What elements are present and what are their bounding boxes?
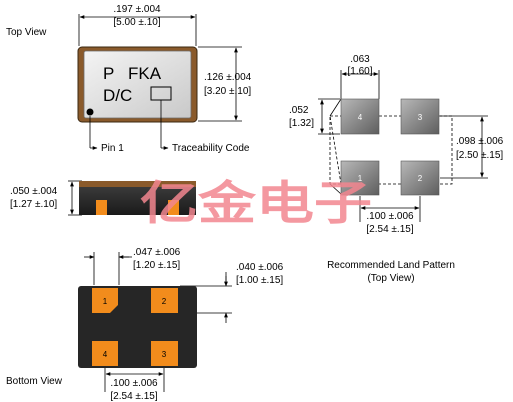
land-width-dimension: .063 [1.60] [340,54,380,99]
bottom-pad-4-label: 4 [103,350,108,359]
package-top-view: P FKA D/C [77,46,198,123]
side-pad-left [96,200,107,215]
side-height-mm: [1.27 ±.10] [10,199,57,210]
marking-line2-dc: D/C [103,86,132,105]
bottom-pitch-inch: .100 ±.006 [110,378,158,389]
land-vpitch-dimension: .098 ±.006 [2.50 ±.15] [440,115,504,179]
top-width-inch: .197 ±.004 [113,4,161,15]
pad-width-inch: .047 ±.006 [133,247,181,258]
bottom-pad-2 [151,288,178,313]
bottom-pitch-mm: [2.54 ±.15] [110,391,157,402]
traceability-callout: Traceability Code [160,100,250,154]
land-height-mm: [1.32] [289,118,314,129]
bottom-pitch-dimension: .100 ±.006 [2.54 ±.15] [104,368,165,402]
top-height-mm: [3.20 ±.10] [204,86,251,97]
land-pad-4 [340,98,380,135]
land-vpitch-inch: .098 ±.006 [456,136,504,147]
land-pad-3-label: 3 [418,113,423,122]
bottom-pad-3 [151,341,178,366]
side-pad-right [168,200,179,215]
pad-height-mm: [1.00 ±.15] [236,275,283,286]
land-pattern-outline [329,98,453,195]
package-bottom-view: 1 2 4 3 [78,286,197,368]
top-height-inch: .126 ±.004 [204,72,252,83]
bottom-pad-1-label: 1 [103,297,108,306]
bottom-pad-3-label: 3 [162,350,167,359]
package-side-view [79,181,196,215]
land-pad-1-label: 1 [358,174,363,183]
land-hpitch-inch: .100 ±.006 [366,211,414,222]
pin1-dot [86,108,94,116]
land-pad-2-label: 2 [418,174,423,183]
land-pad-3 [400,98,440,135]
top-width-mm: [5.00 ±.10] [113,17,160,28]
land-hpitch-mm: [2.54 ±.15] [366,224,413,235]
marking-line1-p: P [103,64,114,83]
traceability-label: Traceability Code [172,143,250,154]
land-pad-1 [340,160,380,196]
pin1-label: Pin 1 [101,143,124,154]
marking-line1-fka: FKA [128,64,162,83]
land-pattern-title-line2: (Top View) [367,273,414,284]
land-height-inch: .052 [289,105,309,116]
land-hpitch-dimension: .100 ±.006 [2.54 ±.15] [359,196,421,235]
side-height-inch: .050 ±.004 [10,186,58,197]
side-height-dimension: .050 ±.004 [1.27 ±.10] [10,180,82,216]
land-height-dimension: .052 [1.32] [289,98,340,135]
land-pads: 4 3 1 2 [340,98,440,196]
pin1-callout: Pin 1 [89,116,124,154]
top-view-label: Top View [6,27,47,38]
pad-width-mm: [1.20 ±.15] [133,260,180,271]
land-pad-4-label: 4 [358,113,363,122]
pad-height-inch: .040 ±.006 [236,262,284,273]
top-height-dimension: .126 ±.004 [3.20 ±.10] [198,46,252,122]
land-vpitch-mm: [2.50 ±.15] [456,150,503,161]
land-pattern-title-line1: Recommended Land Pattern [327,260,455,271]
bottom-view-label: Bottom View [6,376,63,387]
land-pad-2 [400,160,440,196]
top-width-dimension: .197 ±.004 [5.00 ±.10] [78,4,197,46]
watermark: 亿金电子 [140,176,372,230]
bottom-pad-4 [92,341,118,366]
bottom-pad-width-dimension: .047 ±.006 [1.20 ±.15] [84,247,181,285]
bottom-pad-1 [92,288,118,313]
bottom-pad-2-label: 2 [162,297,167,306]
land-width-inch: .063 [350,54,370,65]
land-width-mm: [1.60] [347,66,372,77]
